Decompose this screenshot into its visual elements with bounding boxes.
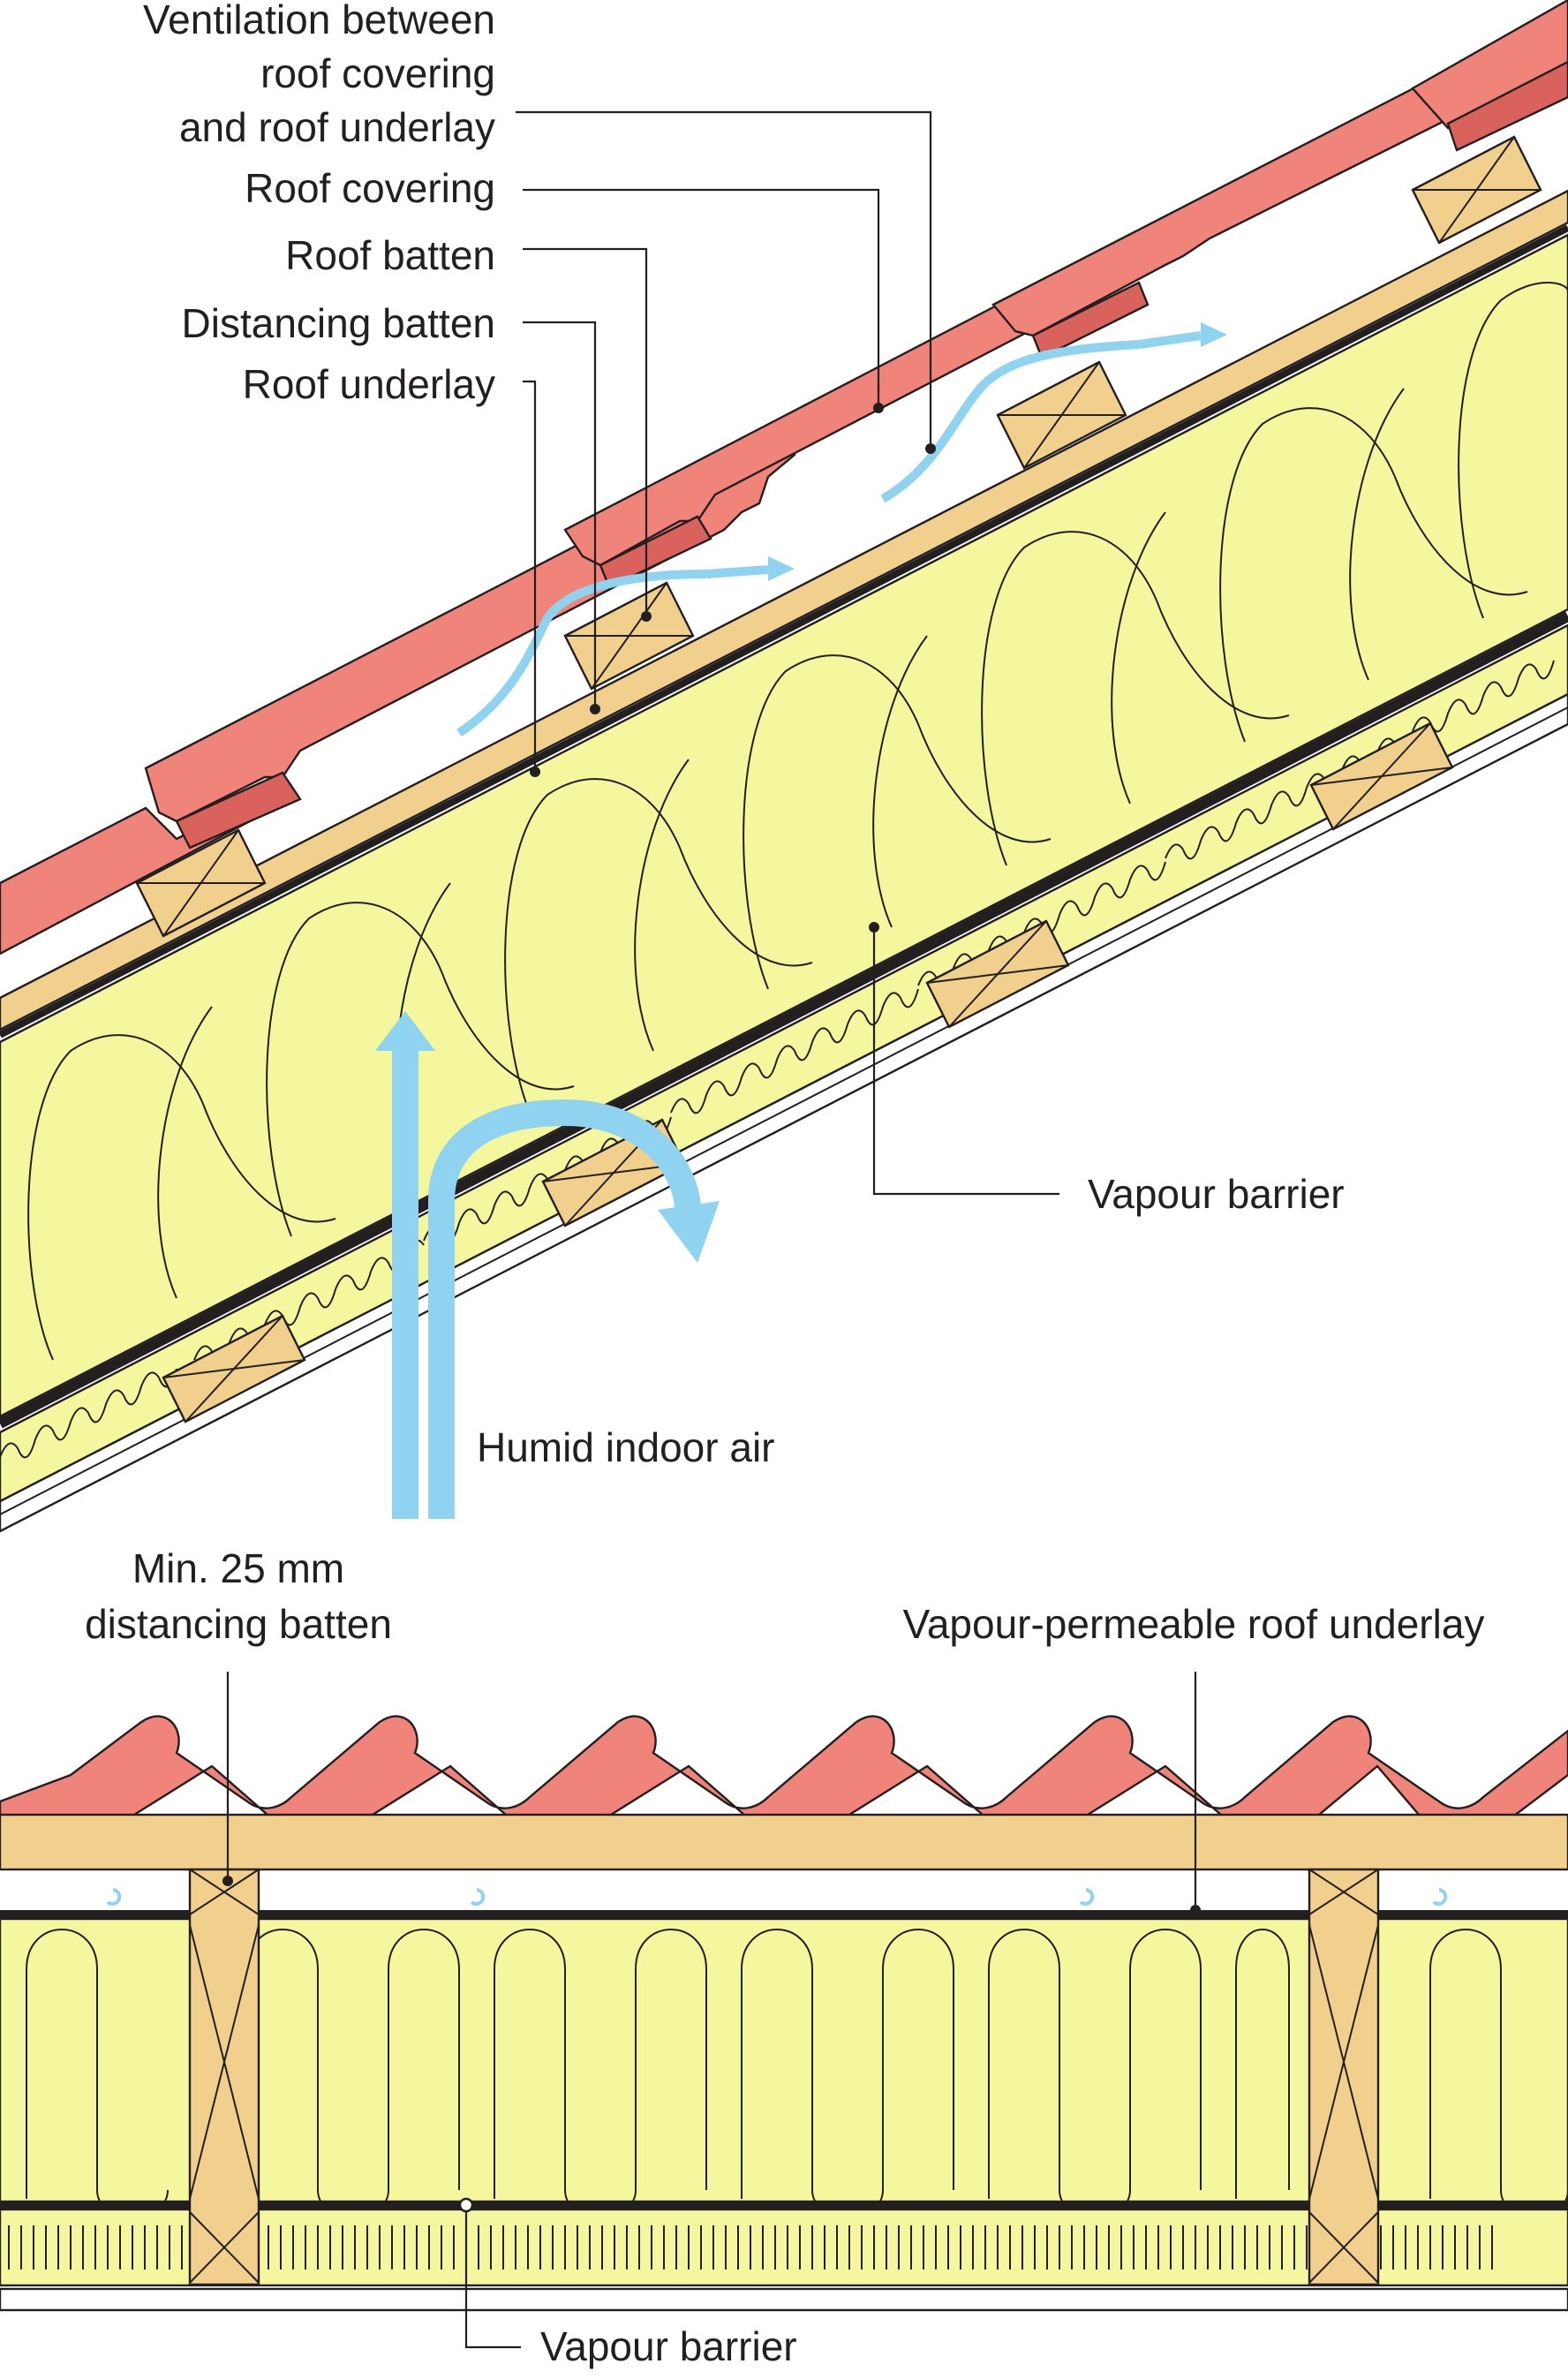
roof-underlay-membrane (0, 224, 1568, 1038)
labels: Ventilation between roof covering and ro… (85, 0, 1484, 2369)
label-vapour-barrier-bottom: Vapour barrier (540, 2323, 797, 2369)
ventilation-air-flow (456, 322, 1227, 737)
humid-indoor-air-arrow (375, 1011, 720, 1519)
label-humid-indoor-air: Humid indoor air (477, 1424, 774, 1470)
leader-lines (222, 110, 1201, 2349)
pitched-roof-section (0, 0, 1568, 1533)
cross-distancing-batten-right (1308, 1868, 1380, 2286)
service-layer-curls (0, 1368, 177, 1459)
ventilation-symbols (106, 1888, 1448, 1906)
label-vapour-permeable-underlay: Vapour-permeable roof underlay (903, 1601, 1485, 1647)
cross-distancing-board (0, 1813, 1568, 1871)
label-ventilation-line3: and roof underlay (179, 104, 495, 150)
label-roof-underlay: Roof underlay (243, 361, 495, 407)
label-ventilation-line2: roof covering (260, 50, 495, 96)
label-roof-covering: Roof covering (245, 165, 495, 211)
label-vapour-barrier-top: Vapour barrier (1088, 1171, 1345, 1217)
roof-battens (135, 135, 1542, 938)
cross-section (0, 1715, 1568, 2312)
label-min-batten-line1: Min. 25 mm (132, 1545, 344, 1591)
vapour-barrier-membrane (0, 611, 1568, 1429)
label-distancing-batten: Distancing batten (182, 300, 495, 346)
insulation-loops (27, 282, 1568, 1361)
label-roof-batten: Roof batten (285, 232, 495, 278)
roof-tiles (0, 0, 1568, 955)
cross-main-insulation (0, 1917, 1568, 2203)
label-ventilation-line1: Ventilation between (143, 0, 495, 42)
distancing-batten-board (0, 189, 1568, 1031)
cross-distancing-batten-left (188, 1868, 260, 2286)
cross-interior-lining (0, 2287, 1568, 2312)
label-min-batten-line2: distancing batten (85, 1601, 392, 1647)
